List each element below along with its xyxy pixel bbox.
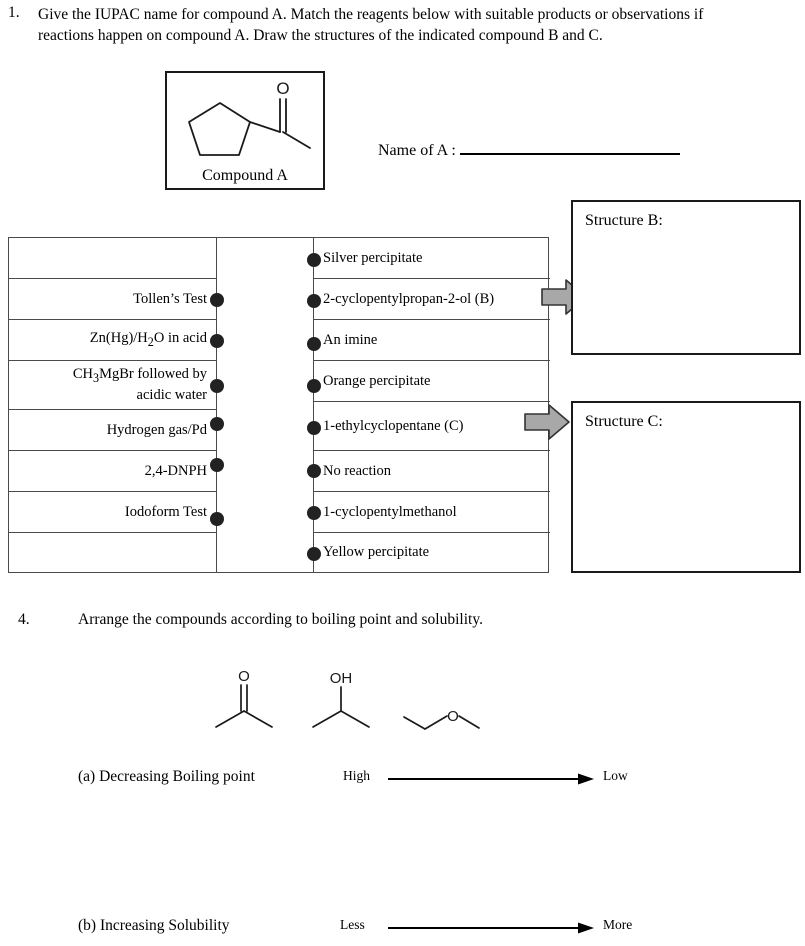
product-connector-dot[interactable] — [307, 421, 321, 435]
reagent-connector-dot[interactable] — [210, 293, 224, 307]
structure-c-answer-box[interactable]: Structure C: — [571, 401, 801, 573]
question-4-text: Arrange the compounds according to boili… — [78, 611, 483, 628]
reagent-connector-dot[interactable] — [210, 512, 224, 526]
product-connector-dot[interactable] — [307, 464, 321, 478]
product-connector-dot[interactable] — [307, 379, 321, 393]
propan-2-ol-hydroxyl-label: OH — [330, 670, 353, 687]
reagent-row[interactable]: Hydrogen gas/Pd — [9, 410, 216, 451]
reagent-label: Tollen’s Test — [133, 290, 207, 307]
product-label: 1-ethylcyclopentane (C) — [323, 417, 464, 434]
product-row[interactable]: An imine — [314, 320, 550, 361]
boiling-point-left-end-label: High — [343, 768, 370, 783]
compound-a-structure-drawing: O — [188, 79, 311, 156]
solubility-left-end-label: Less — [340, 917, 365, 932]
boiling-point-arrow — [388, 773, 594, 785]
product-connector-dot[interactable] — [307, 506, 321, 520]
question-4-number: 4. — [18, 611, 30, 628]
reagent-connector-dot[interactable] — [210, 458, 224, 472]
product-row[interactable]: Orange percipitate — [314, 361, 550, 402]
reagent-connector-dot[interactable] — [210, 417, 224, 431]
reagent-row[interactable] — [9, 533, 216, 571]
product-connector-dot[interactable] — [307, 294, 321, 308]
product-label: 1-cyclopentylmethanol — [323, 503, 457, 520]
reagent-label: Zn(Hg)/H2O in acid — [89, 329, 207, 349]
reagent-row[interactable]: 2,4-DNPH — [9, 451, 216, 492]
reagent-connector-dot[interactable] — [210, 379, 224, 393]
reagent-label: 2,4-DNPH — [144, 462, 207, 479]
arrow-to-structure-c — [524, 404, 570, 440]
matching-gap-column — [217, 238, 314, 572]
product-row[interactable]: Yellow percipitate — [314, 533, 550, 571]
product-label: No reaction — [323, 462, 392, 479]
product-connector-dot[interactable] — [307, 547, 321, 561]
reagent-row[interactable]: Zn(Hg)/H2O in acid — [9, 320, 216, 361]
product-row[interactable]: 2-cyclopentylpropan-2-ol (B) — [314, 279, 550, 320]
solubility-right-end-label: More — [603, 917, 633, 932]
name-of-a-label: Name of A : — [378, 142, 456, 159]
question-4-compound-structures: O OH O — [215, 668, 480, 730]
product-row[interactable]: 1-ethylcyclopentane (C) — [314, 402, 550, 451]
product-label: An imine — [323, 331, 378, 348]
question-1-block: 1. Give the IUPAC name for compound A. M… — [8, 4, 748, 46]
compound-a-box: O Compound A — [165, 71, 325, 190]
name-of-a-field[interactable]: Name of A : — [378, 140, 680, 160]
structure-b-label: Structure B: — [585, 212, 663, 229]
question-4a-label: (a) Decreasing Boiling point — [78, 768, 255, 785]
reagent-row[interactable]: Tollen’s Test — [9, 279, 216, 320]
product-connector-dot[interactable] — [307, 337, 321, 351]
boiling-point-right-end-label: Low — [603, 768, 628, 783]
product-row[interactable]: Silver percipitate — [314, 238, 550, 279]
reagent-connector-dot[interactable] — [210, 334, 224, 348]
product-label: Silver percipitate — [323, 249, 423, 266]
structure-c-label: Structure C: — [585, 413, 663, 430]
product-connector-dot[interactable] — [307, 253, 321, 267]
reagent-row[interactable]: Iodoform Test — [9, 492, 216, 533]
methoxyethane-oxygen-label: O — [447, 708, 459, 725]
product-row[interactable]: No reaction — [314, 451, 550, 492]
name-of-a-answer-blank[interactable] — [459, 140, 680, 155]
reagent-row[interactable] — [9, 238, 216, 279]
product-label: Yellow percipitate — [323, 543, 430, 560]
question-4b-label: (b) Increasing Solubility — [78, 917, 230, 934]
carbonyl-oxygen-label: O — [276, 79, 289, 98]
product-label: Orange percipitate — [323, 372, 431, 389]
compound-a-caption: Compound A — [202, 167, 288, 184]
solubility-arrow — [388, 922, 594, 934]
question-1-text: Give the IUPAC name for compound A. Matc… — [38, 6, 704, 44]
products-column: Silver percipitate 2-cyclopentylpropan-2-… — [314, 238, 550, 572]
propanone-oxygen-label: O — [238, 668, 250, 685]
product-row[interactable]: 1-cyclopentylmethanol — [314, 492, 550, 533]
reagent-label: Hydrogen gas/Pd — [106, 421, 207, 438]
structure-b-answer-box[interactable]: Structure B: — [571, 200, 801, 355]
product-label: 2-cyclopentylpropan-2-ol (B) — [323, 290, 495, 307]
reagent-label: Iodoform Test — [124, 503, 207, 520]
question-1-number: 1. — [8, 4, 20, 21]
